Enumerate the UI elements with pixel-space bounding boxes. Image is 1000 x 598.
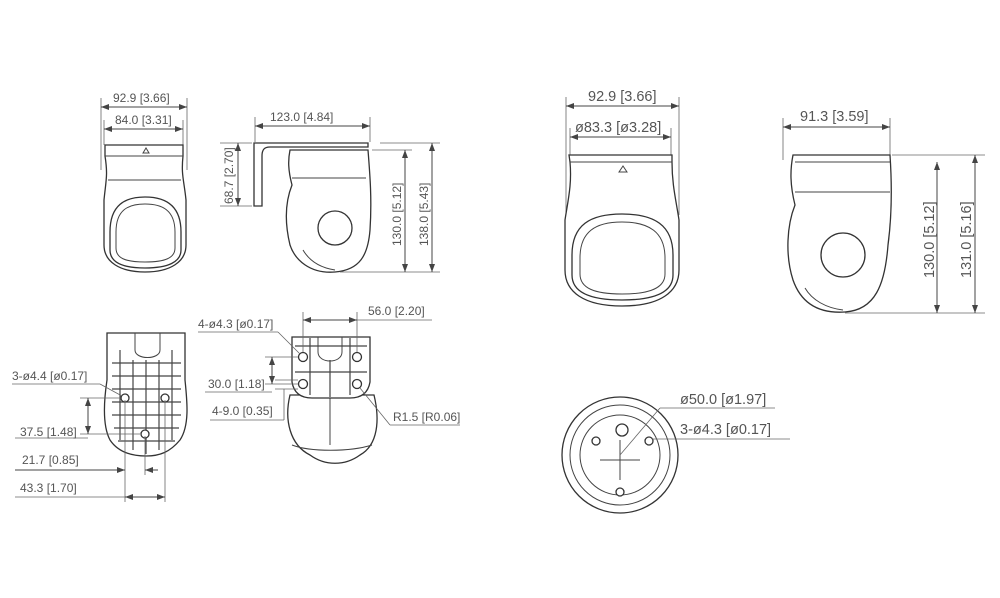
dim-bracket-hole-spacing: 56.0 [2.20] — [368, 304, 425, 318]
dim-hole-offset: 21.7 [0.85] — [22, 453, 79, 467]
dim-hole-vertical-spacing: 37.5 [1.48] — [20, 425, 77, 439]
dim-depth: 91.3 [3.59] — [800, 109, 869, 125]
dim-holes-bracket: 4-ø4.3 [ø0.17] — [198, 317, 273, 331]
dim-bolt-circle: ø50.0 [ø1.97] — [680, 392, 766, 408]
dim-slots: 4-9.0 [0.35] — [212, 404, 273, 418]
dim-holes-left: 3-ø4.4 [ø0.17] — [12, 369, 87, 383]
dim-bracket-length: 123.0 [4.84] — [270, 110, 333, 124]
dim-cap-diameter: ø83.3 [ø3.28] — [575, 120, 661, 136]
dim-hole-horizontal-spacing: 43.3 [1.70] — [20, 481, 77, 495]
bracket-back-view: 4-ø4.3 [ø0.17] 56.0 [2.20] 30.0 [1.18] 4… — [198, 304, 460, 464]
dim-holes-right: 3-ø4.3 [ø0.17] — [680, 422, 771, 438]
side-view-bracket: 123.0 [4.84] 68.7 [2.70] 130.0 [5.12] 13… — [220, 110, 440, 273]
front-view-small: 92.9 [3.66] 84.0 [3.31] — [100, 91, 188, 273]
dim-camera-height: 130.0 [5.12] — [390, 183, 404, 246]
dim-total-height-large: 131.0 [5.16] — [959, 201, 975, 278]
dim-overall-width: 92.9 [3.66] — [113, 91, 170, 105]
dim-cap-width: 84.0 [3.31] — [115, 113, 172, 127]
dim-overall-width-large: 92.9 [3.66] — [588, 89, 657, 105]
dim-bracket-height: 68.7 [2.70] — [222, 147, 236, 204]
side-view-large: 91.3 [3.59] 130.0 [5.12] 131.0 [5.16] — [782, 109, 985, 314]
bottom-view-right: ø50.0 [ø1.97] 3-ø4.3 [ø0.17] — [561, 392, 790, 514]
bottom-view-left: 3-ø4.4 [ø0.17] 37.5 [1.48] 21.7 [0.85] 4… — [12, 332, 188, 502]
front-view-large: 92.9 [3.66] ø83.3 [ø3.28] — [564, 89, 680, 307]
dim-total-height: 138.0 [5.43] — [417, 183, 431, 246]
dim-camera-height-large: 130.0 [5.12] — [922, 201, 938, 278]
dim-bracket-vertical-spacing: 30.0 [1.18] — [208, 377, 265, 391]
dim-radius: R1.5 [R0.06] — [393, 410, 460, 424]
